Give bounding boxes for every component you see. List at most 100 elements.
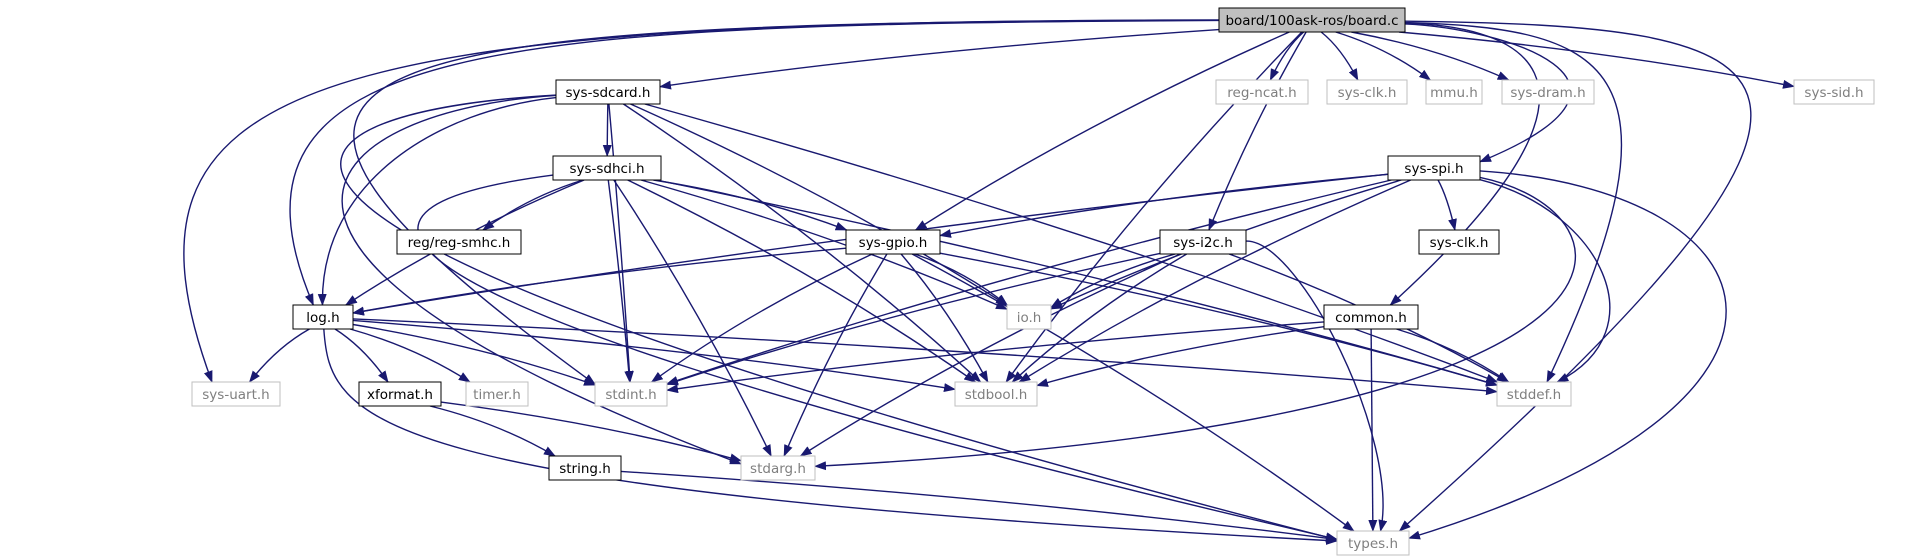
edge-sys-spi-h-to-sys-clk-h-doc <box>1437 179 1457 231</box>
node-sys-clk-h-doc[interactable]: sys-clk.h <box>1418 229 1500 255</box>
node-box <box>1387 155 1481 181</box>
edge-sys-sdcard-h-to-types-h <box>340 94 1338 542</box>
edges-layer <box>183 19 1795 545</box>
node-label: reg-ncat.h <box>1227 85 1296 101</box>
edge-board-c-to-stdbool-h <box>1005 31 1303 383</box>
edge-sys-spi-h-to-stddef-h <box>1479 178 1611 383</box>
node-box <box>1215 79 1309 105</box>
node-box <box>396 229 522 255</box>
node-label: timer.h <box>473 387 521 403</box>
node-sys-spi-h[interactable]: sys-spi.h <box>1387 155 1481 181</box>
edge-sys-sdcard-h-to-stddef-h <box>644 103 1499 383</box>
edge-sys-spi-h-to-log-h <box>352 173 1389 316</box>
node-box <box>1159 229 1247 255</box>
node-box <box>1793 79 1875 105</box>
edge-common-h-to-stddef-h <box>1396 328 1510 383</box>
node-box <box>740 455 816 481</box>
node-reg-smhc-h[interactable]: reg/reg-smhc.h <box>396 229 522 255</box>
edge-sys-i2c-h-to-io-h <box>1050 253 1176 309</box>
node-reg-ncat-h: reg-ncat.h <box>1215 79 1309 105</box>
edge-board-c-to-sys-gpio-h <box>914 31 1290 231</box>
edge-common-h-to-stdbool-h <box>1036 325 1325 387</box>
node-stddef-h: stddef.h <box>1496 381 1572 407</box>
nodes-layer: board/100ask-ros/board.csys-sdcard.hsys-… <box>191 7 1875 556</box>
edge-sys-sdhci-h-to-stdbool-h <box>627 179 977 383</box>
edge-log-h-to-sys-uart-h <box>248 328 310 383</box>
node-sys-sdcard-h[interactable]: sys-sdcard.h <box>555 79 661 105</box>
node-common-h[interactable]: common.h <box>1323 304 1419 330</box>
edge-board-c-to-stdint-h <box>353 19 1220 385</box>
node-sys-sid-h: sys-sid.h <box>1793 79 1875 105</box>
edge-sys-gpio-h-to-stdbool-h <box>900 253 989 383</box>
edge-xformat-h-to-stdarg-h <box>440 401 742 463</box>
node-box <box>1336 530 1410 556</box>
node-box <box>1418 229 1500 255</box>
edge-board-c-to-log-h <box>289 19 1220 306</box>
node-box <box>1501 79 1595 105</box>
edge-sys-spi-h-to-types-h <box>1408 170 1727 540</box>
node-label: sys-clk.h <box>1338 85 1397 101</box>
node-label: stdbool.h <box>965 387 1028 403</box>
node-box <box>1425 79 1483 105</box>
node-label: sys-spi.h <box>1404 161 1463 177</box>
edge-sys-sdcard-h-to-sys-sdhci-h <box>602 103 612 157</box>
node-stdbool-h: stdbool.h <box>954 381 1038 407</box>
node-box <box>1326 79 1408 105</box>
node-label: sys-uart.h <box>202 387 269 403</box>
edge-sys-gpio-h-to-stdarg-h <box>783 253 888 457</box>
edge-sys-sdhci-h-to-stdint-h <box>607 179 634 383</box>
edge-board-c-to-sys-sdcard-h <box>659 28 1220 90</box>
node-stdint-h: stdint.h <box>594 381 668 407</box>
node-sys-uart-h: sys-uart.h <box>191 381 281 407</box>
edge-sys-spi-h-to-stdbool-h <box>1018 179 1412 383</box>
edge-sys-sdhci-h-to-types-h <box>417 174 1338 542</box>
edge-log-h-to-xformat-h <box>334 328 389 383</box>
node-label: sys-sid.h <box>1804 85 1863 101</box>
node-label: io.h <box>1017 310 1042 326</box>
node-box <box>358 381 442 407</box>
node-box <box>1006 304 1052 330</box>
node-box <box>292 304 354 330</box>
edge-board-c-to-sys-clk-h-ext <box>1320 31 1359 81</box>
node-sys-clk-h-ext: sys-clk.h <box>1326 79 1408 105</box>
edge-sys-sdcard-h-to-stdarg-h <box>341 94 742 465</box>
node-stdarg-h: stdarg.h <box>740 455 816 481</box>
node-label: reg/reg-smhc.h <box>408 235 511 251</box>
edge-sys-spi-h-to-stdarg-h <box>814 176 1577 471</box>
node-timer-h: timer.h <box>465 381 529 407</box>
node-sys-i2c-h[interactable]: sys-i2c.h <box>1159 229 1247 255</box>
node-io-h: io.h <box>1006 304 1052 330</box>
edge-sys-i2c-h-to-stdint-h <box>666 252 1161 386</box>
edge-board-c-to-reg-ncat-h <box>1269 31 1305 81</box>
edge-sys-gpio-h-to-types-h <box>911 253 1355 532</box>
node-string-h[interactable]: string.h <box>548 455 622 481</box>
edge-sys-sdcard-h-to-stdbool-h <box>623 103 982 383</box>
edge-board-c-to-sys-spi-h <box>1404 23 1572 163</box>
edge-sys-gpio-h-to-stddef-h <box>939 252 1498 387</box>
node-label: sys-sdhci.h <box>569 161 644 177</box>
edge-log-h-to-types-h <box>323 328 1338 545</box>
node-label: sys-dram.h <box>1510 85 1585 101</box>
edge-string-h-to-types-h <box>620 470 1338 543</box>
edge-board-c-to-common-h <box>1389 22 1541 306</box>
node-sys-sdhci-h[interactable]: sys-sdhci.h <box>552 155 662 181</box>
node-label: types.h <box>1348 536 1398 552</box>
node-label: stdint.h <box>605 387 656 403</box>
node-sys-gpio-h[interactable]: sys-gpio.h <box>845 229 941 255</box>
edge-sys-sdcard-h-to-log-h <box>317 96 557 306</box>
node-label: mmu.h <box>1430 85 1478 101</box>
edge-sys-sdhci-h-to-reg-smhc-h <box>482 179 584 231</box>
node-xformat-h[interactable]: xformat.h <box>358 381 442 407</box>
node-box <box>552 155 662 181</box>
node-label: stdarg.h <box>750 461 806 477</box>
node-label: sys-gpio.h <box>859 235 928 251</box>
node-box <box>465 381 529 407</box>
edge-sys-i2c-h-to-stdbool-h <box>1011 253 1188 383</box>
edge-common-h-to-types-h <box>1368 328 1378 532</box>
node-box <box>191 381 281 407</box>
node-log-h[interactable]: log.h <box>292 304 354 330</box>
edge-sys-gpio-h-to-log-h <box>352 247 847 316</box>
edge-sys-gpio-h-to-stdint-h <box>650 253 873 383</box>
edge-log-h-to-stdint-h <box>352 323 596 386</box>
